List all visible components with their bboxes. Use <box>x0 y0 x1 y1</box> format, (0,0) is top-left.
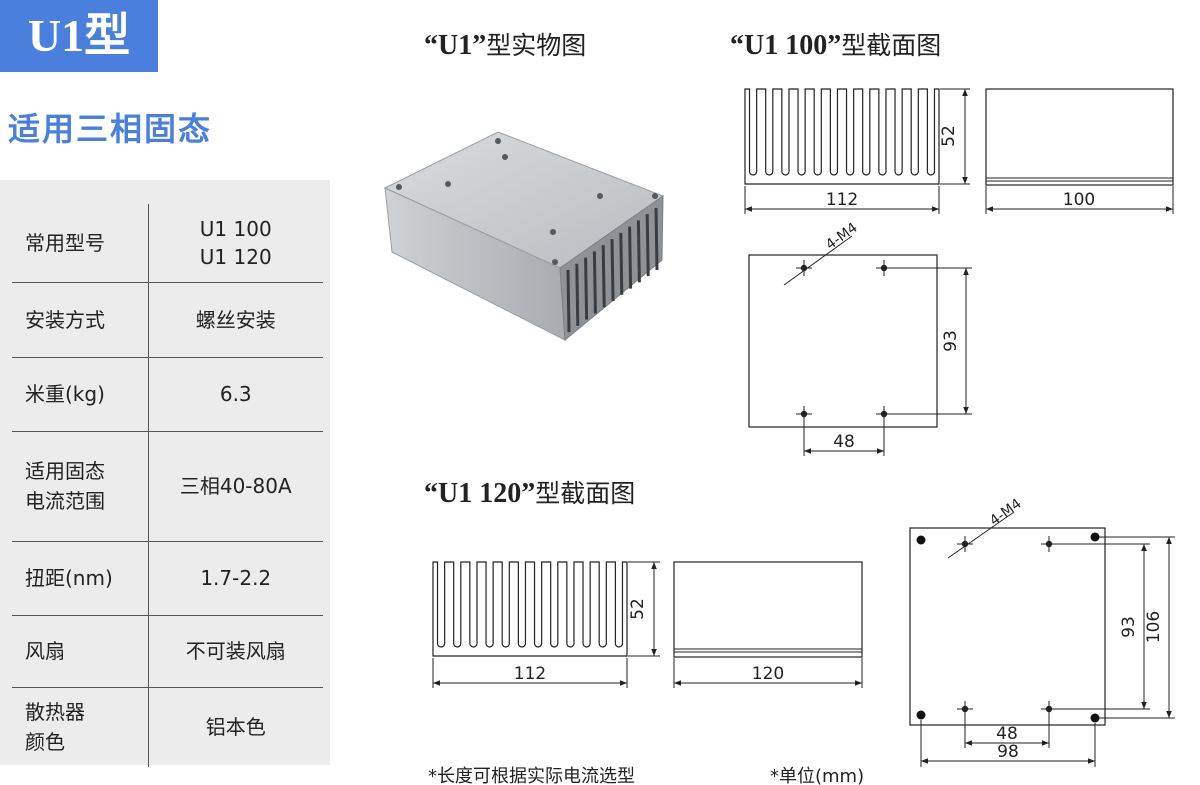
photo-heading: “U1”型实物图 <box>424 30 587 61</box>
spec-panel: 常用型号 U1 100 U1 120 安装方式 螺丝安装 米重(kg) 6.3 … <box>0 180 330 767</box>
u1-100-width-dim: 112 <box>744 186 940 214</box>
u1-120-width-dim: 112 <box>432 658 628 688</box>
spec-value: 螺丝安装 <box>195 307 276 332</box>
spec-value: U1 100 U1 120 <box>199 216 272 269</box>
spec-label: 散热器 颜色 <box>12 687 149 767</box>
spec-label: 扭距(nm) <box>12 541 149 615</box>
svg-text:98: 98 <box>997 742 1019 762</box>
spec-value: 不可装风扇 <box>185 639 286 663</box>
fin-slot <box>654 207 659 271</box>
svg-text:52: 52 <box>939 125 959 147</box>
spec-row: 扭距(nm) 1.7-2.2 <box>12 541 323 615</box>
spec-row: 适用固态 电流范围 三相40-80A <box>12 431 323 541</box>
u1-120-mount-plate: 4-M4 93 106 48 98 <box>909 496 1175 767</box>
u1-100-height-dim: 52 <box>939 88 970 185</box>
fin-slot <box>619 232 624 295</box>
fin-slot <box>636 220 641 283</box>
u1-120-heading: “U1 120”型截面图 <box>424 478 636 509</box>
svg-text:48: 48 <box>996 724 1018 744</box>
fin-slot <box>584 257 589 320</box>
spec-row: 常用型号 U1 100 U1 120 <box>12 204 323 282</box>
u1-120-side-view: 120 <box>673 561 863 688</box>
subtitle: 适用三相固态 <box>8 110 213 148</box>
heatsink-photo <box>383 131 665 342</box>
svg-text:112: 112 <box>826 190 858 210</box>
fin-slot <box>645 214 650 277</box>
u1-120-height-dim: 52 <box>628 561 660 657</box>
u1-100-side-view: 100 <box>985 88 1174 214</box>
fin-slot <box>628 226 633 289</box>
fin-slot <box>610 238 615 302</box>
spec-label: 安装方式 <box>12 282 149 357</box>
fin-slot <box>566 269 571 333</box>
svg-text:100: 100 <box>1063 190 1095 210</box>
spec-label: 常用型号 <box>12 204 149 282</box>
model-badge: U1型 <box>0 0 158 72</box>
svg-text:52: 52 <box>628 598 648 620</box>
spec-row: 风扇 不可装风扇 <box>12 615 323 687</box>
svg-text:4-M4: 4-M4 <box>823 220 861 254</box>
spec-label: 适用固态 电流范围 <box>12 431 149 541</box>
svg-text:93: 93 <box>1119 616 1139 638</box>
spec-value: 6.3 <box>219 382 252 406</box>
svg-text:112: 112 <box>514 664 546 684</box>
spec-value: 1.7-2.2 <box>200 566 272 590</box>
spec-row: 米重(kg) 6.3 <box>12 357 323 431</box>
length-note: *长度可根据实际电流选型 <box>428 766 635 785</box>
spec-row: 安装方式 螺丝安装 <box>12 282 323 357</box>
svg-text:4-M4: 4-M4 <box>987 496 1025 530</box>
spec-label: 米重(kg) <box>12 357 149 431</box>
fin-slot <box>592 251 597 314</box>
spec-row: 散热器 颜色 铝本色 <box>12 687 323 767</box>
spec-label: 风扇 <box>12 615 149 687</box>
u1-120-profile <box>432 561 628 657</box>
unit-note: *单位(mm) <box>770 766 865 785</box>
fin-slot <box>575 263 580 326</box>
svg-text:106: 106 <box>1144 611 1164 643</box>
u1-100-heading: “U1 100”型截面图 <box>730 30 942 61</box>
svg-text:48: 48 <box>833 432 855 452</box>
svg-text:120: 120 <box>752 664 784 684</box>
spec-value: 三相40-80A <box>179 474 292 498</box>
spec-table: 常用型号 U1 100 U1 120 安装方式 螺丝安装 米重(kg) 6.3 … <box>12 204 323 767</box>
u1-100-profile <box>744 88 940 185</box>
spec-value: 铝本色 <box>205 715 266 740</box>
fin-slot <box>601 245 606 308</box>
u1-100-mount-plate: 4-M4 93 48 <box>748 220 972 456</box>
svg-text:93: 93 <box>941 330 961 352</box>
